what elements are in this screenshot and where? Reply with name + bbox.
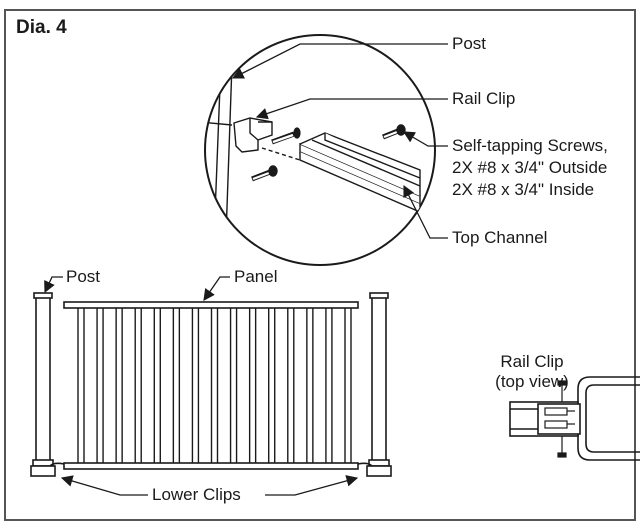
top-rail [63,301,359,309]
balusters [77,308,352,463]
label-post-top: Post [452,34,487,53]
lower-clip-left [49,462,65,467]
label-top-channel: Top Channel [452,228,548,247]
label-rail-clip-top-view-1: Rail Clip [500,352,564,371]
left-post [35,295,51,465]
detail-magnifier [204,34,436,266]
screw-clip [271,127,301,145]
rail-clip-part [233,117,273,153]
leader-lower-clip-right [265,475,359,496]
label-screws-line1: Self-tapping Screws, [452,136,608,155]
label-rail-clip-top-view-2: (top view) [495,372,569,391]
figure-border [4,9,636,521]
figure-title: Dia. 4 [16,17,67,38]
leader-top-channel [403,184,448,239]
left-post-base [30,465,56,477]
label-panel: Panel [234,267,278,286]
right-post [371,295,387,465]
bottom-rail [63,462,359,470]
leader-post-bottom [44,276,63,294]
label-post-bottom: Post [66,267,101,286]
panel-assembly [30,292,392,477]
leader-screws [402,131,448,147]
label-screws-line3: 2X #8 x 3/4" Inside [452,180,595,199]
label-screws-line2: 2X #8 x 3/4" Outside [452,158,608,177]
right-post-base [366,465,392,477]
rail-clip-top-view [509,376,640,461]
top-channel-part [299,132,421,214]
leader-lower-clip-left [60,475,148,496]
label-lower-clips: Lower Clips [152,485,241,504]
leader-post-top [231,43,448,79]
label-rail-clip: Rail Clip [452,89,516,108]
screw-lower [251,165,278,182]
screw-upper [382,124,406,140]
leader-rail-clip [255,98,448,120]
leader-panel [203,276,230,301]
lower-clip-right [357,462,373,467]
